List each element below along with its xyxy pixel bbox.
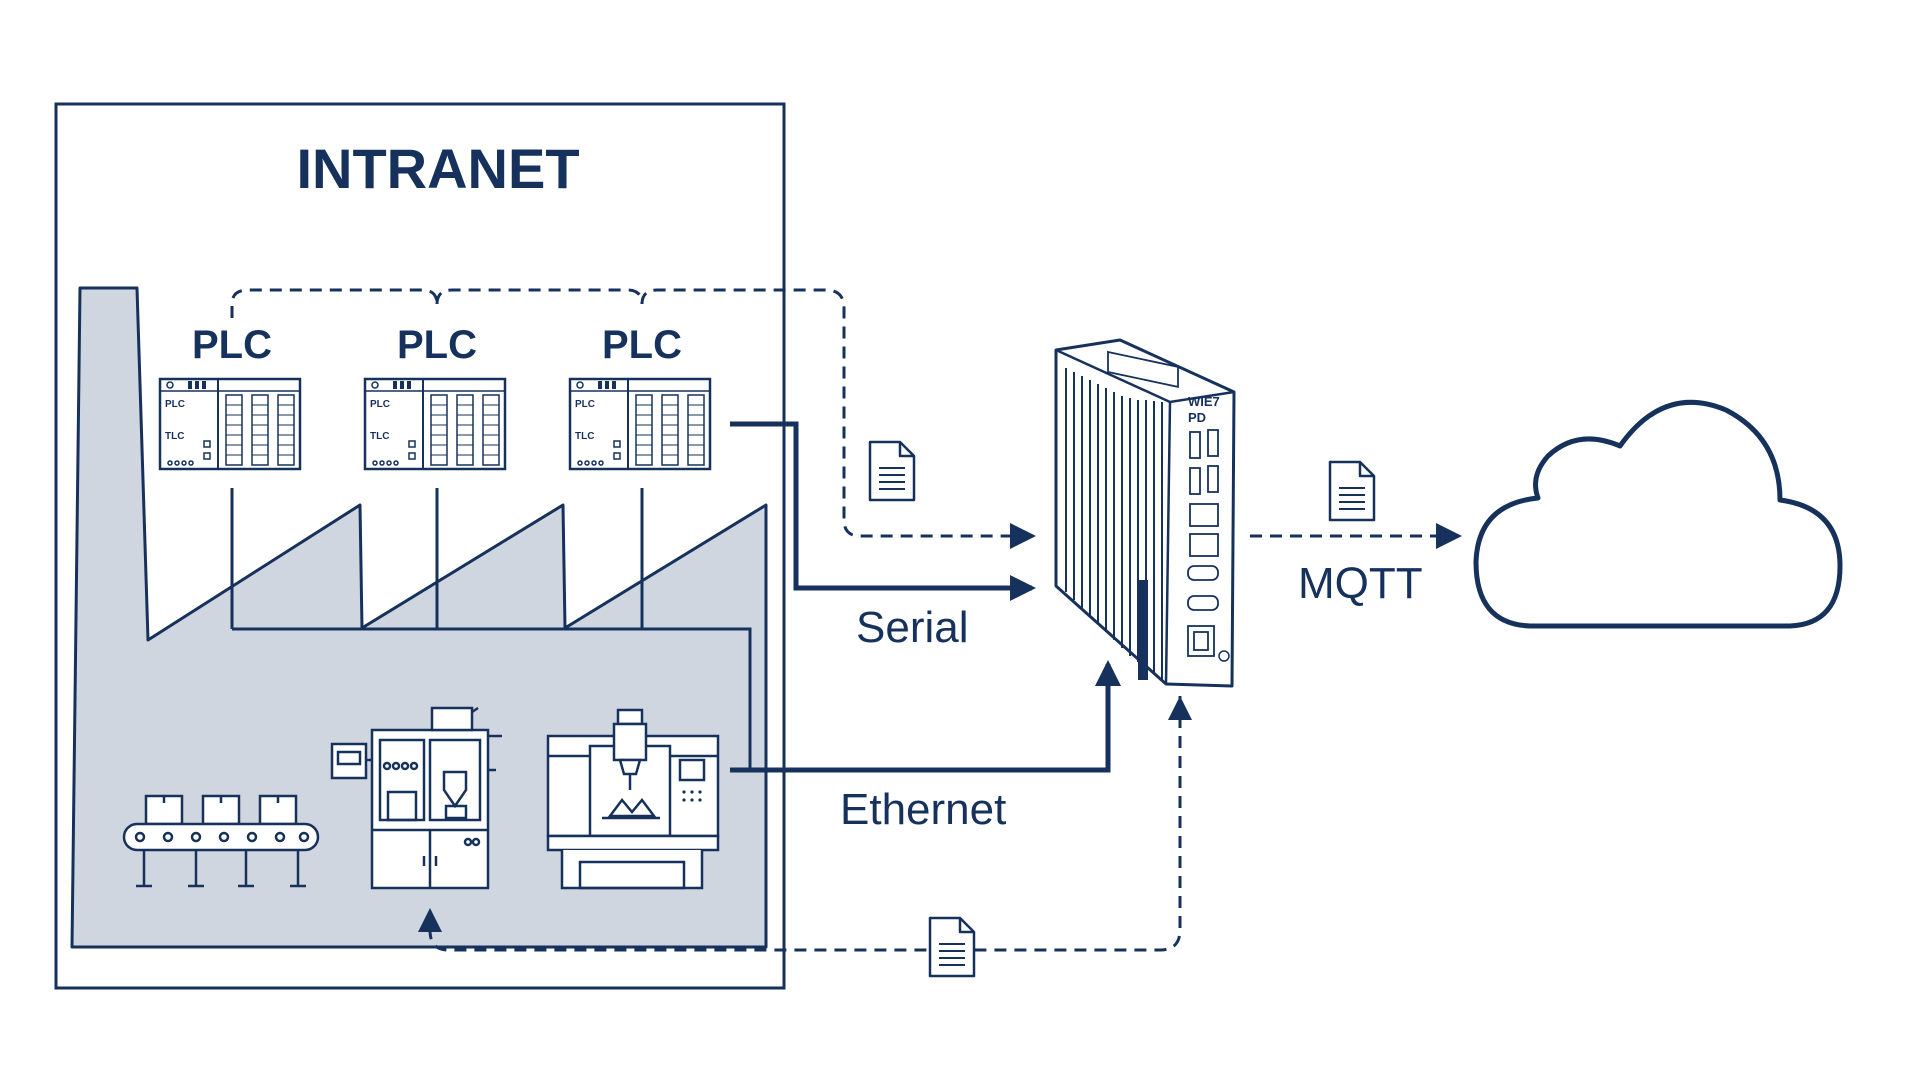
gateway-label-1: WIE7: [1188, 394, 1220, 409]
conveyor-icon: [122, 794, 320, 888]
intranet-title: INTRANET: [296, 137, 579, 200]
plc-2-panel-label: PLC: [370, 399, 390, 410]
mqtt-label: MQTT: [1298, 559, 1423, 608]
plc-1-label: PLC: [192, 323, 272, 367]
plc-3-panel-label: PLC: [575, 399, 595, 410]
document-icon: [928, 916, 976, 978]
serial-connection: [730, 421, 1036, 601]
cloud-icon: [1473, 399, 1843, 629]
plc-2-sub-label: TLC: [370, 431, 389, 442]
serial-label: Serial: [856, 603, 969, 652]
plc-3-sub-label: TLC: [575, 431, 594, 442]
up-arrow-machine: [418, 908, 442, 932]
document-icon: [868, 440, 916, 502]
ethernet-connection: [730, 660, 1121, 773]
up-arrow-gateway: [1168, 696, 1192, 720]
gateway-label-2: PD: [1188, 410, 1206, 425]
machine-icon: [330, 706, 502, 890]
plc-2-label: PLC: [397, 323, 477, 367]
plc-2: PLC PLC TLC: [363, 323, 507, 471]
intranet-frame: [54, 102, 786, 990]
document-icon: [1328, 460, 1376, 522]
plc-icon: PLC TLC: [568, 377, 712, 471]
cnc-icon: [546, 708, 720, 890]
plc-1-sub-label: TLC: [165, 431, 184, 442]
plc-1-panel-label: PLC: [165, 399, 185, 410]
plc-3: PLC PLC TLC: [568, 323, 712, 471]
ethernet-label: Ethernet: [840, 785, 1006, 834]
gateway-device-icon: WIE7 PD: [1054, 338, 1236, 688]
plc-bus: [230, 488, 752, 770]
plc-1: PLC PLC TLC: [158, 323, 302, 471]
plc-data-flow-dashed: [230, 288, 1032, 536]
plc-3-label: PLC: [602, 323, 682, 367]
plc-icon: PLC TLC: [158, 377, 302, 471]
plc-icon: PLC TLC: [363, 377, 507, 471]
return-data-flow-dashed: [428, 696, 1182, 952]
